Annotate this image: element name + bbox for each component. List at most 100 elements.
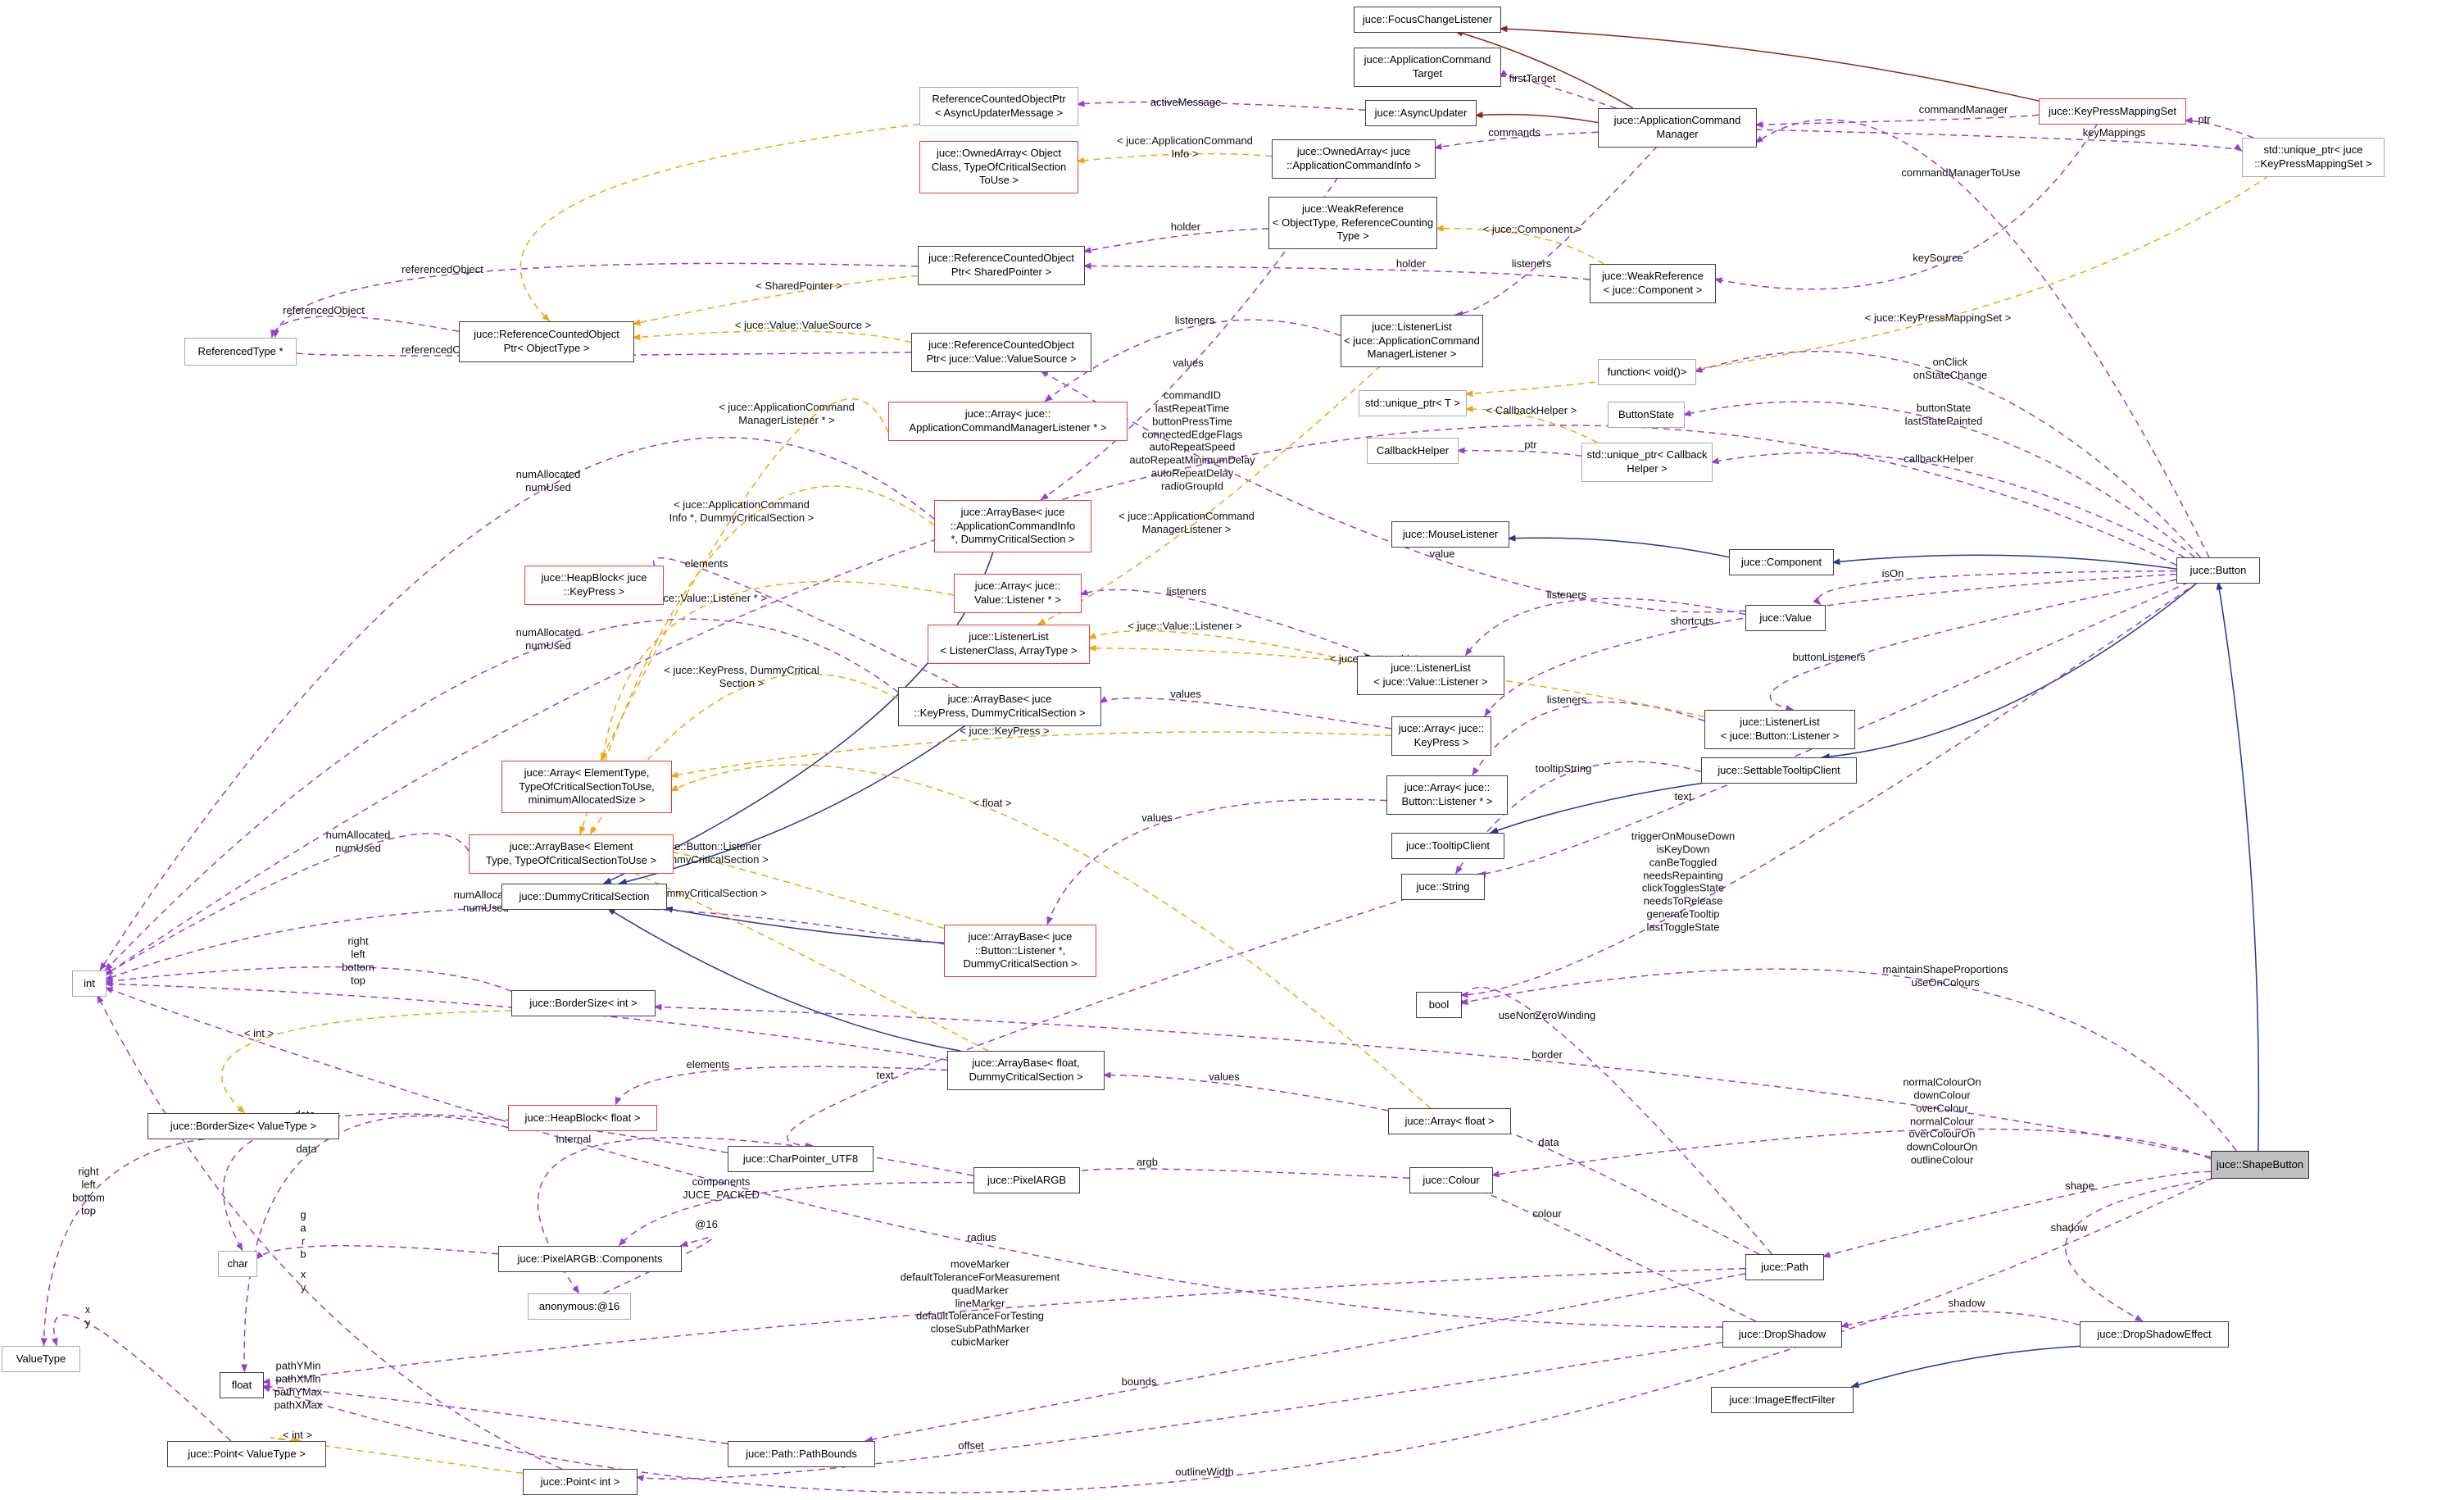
class-node-juce-bordersize-valuetype[interactable]: juce::BorderSize< ValueType >: [147, 1113, 339, 1139]
class-node-juce-applicationcommand-target[interactable]: juce::ApplicationCommand Target: [1354, 48, 1501, 87]
class-node-juce-settabletooltipclient[interactable]: juce::SettableTooltipClient: [1701, 757, 1857, 784]
edge-sb-to-flt: [261, 1176, 2216, 1493]
edge-abbl-to-int: [104, 906, 945, 980]
edge-label-keymappings: keyMappings: [2082, 126, 2146, 139]
class-node-bool[interactable]: bool: [1416, 992, 1462, 1018]
class-node-juce-focuschangelistener[interactable]: juce::FocusChangeListener: [1354, 7, 1501, 33]
class-node-juce-heapblock-juce-keypress[interactable]: juce::HeapBlock< juce ::KeyPress >: [524, 566, 664, 605]
edge-acm-to-upk: [1754, 129, 2243, 152]
edge-btn-to-bool: [1459, 581, 2199, 998]
edge-label-text: text: [876, 1069, 894, 1082]
class-node-juce-pixelargb-components[interactable]: juce::PixelARGB::Components: [498, 1246, 682, 1272]
class-node-juce-weakreference-objecttype-referencecounting-[interactable]: juce::WeakReference < ObjectType, Refere…: [1268, 197, 1437, 249]
class-node-juce-point-valuetype[interactable]: juce::Point< ValueType >: [167, 1441, 326, 1467]
edge-pvt-to-vt: [51, 1314, 232, 1442]
edge-label-right: right left bottom top: [342, 934, 374, 986]
class-node-juce-referencecountedobject-ptr-juce-value-value[interactable]: juce::ReferenceCountedObject Ptr< juce::…: [911, 333, 1091, 372]
class-node-std-unique-ptr-t[interactable]: std::unique_ptr< T >: [1359, 390, 1467, 416]
edge-label-ison: isOn: [1881, 567, 1904, 580]
class-node-juce-bordersize-int[interactable]: juce::BorderSize< int >: [511, 990, 656, 1016]
class-node-juce-ownedarray-juce-applicationcommandinfo[interactable]: juce::OwnedArray< juce ::ApplicationComm…: [1272, 139, 1436, 179]
class-node-juce-array-elementtype-typeofcriticalsectiontous[interactable]: juce::Array< ElementType, TypeOfCritical…: [501, 761, 672, 813]
class-node-std-unique-ptr-callback-helper[interactable]: std::unique_ptr< Callback Helper >: [1581, 443, 1713, 482]
class-node-juce-weakreference-juce-component[interactable]: juce::WeakReference < juce::Component >: [1590, 264, 1716, 303]
edge-label-tooltipstring: tooltipString: [1535, 762, 1592, 775]
class-node-referencedtype[interactable]: ReferencedType *: [184, 338, 297, 366]
edge-label-juce-keypress-dummycritical: < juce::KeyPress, DummyCritical Section …: [664, 664, 819, 689]
class-node-juce-arraybase-element-type-typeofcriticalsectio[interactable]: juce::ArrayBase< Element Type, TypeOfCri…: [469, 834, 674, 874]
edge-rot-to-rt: [270, 316, 460, 339]
class-node-int[interactable]: int: [72, 970, 107, 997]
class-node-juce-referencecountedobject-ptr-objecttype[interactable]: juce::ReferenceCountedObject Ptr< Object…: [459, 321, 634, 362]
class-node-anonymous-16[interactable]: anonymous:@16: [528, 1293, 631, 1320]
class-node-juce-referencecountedobject-ptr-sharedpointer[interactable]: juce::ReferenceCountedObject Ptr< Shared…: [918, 246, 1085, 285]
class-node-juce-listenerlist-juce-applicationcommand-manage[interactable]: juce::ListenerList < juce::ApplicationCo…: [1341, 315, 1483, 367]
edge-label-juce-value-listener: < juce::Value::Listener * >: [646, 592, 767, 605]
edge-llacml-to-llt: [1037, 365, 1382, 625]
edge-abet-to-int: [104, 833, 470, 975]
class-node-juce-point-int[interactable]: juce::Point< int >: [523, 1469, 638, 1495]
class-node-callbackhelper[interactable]: CallbackHelper: [1367, 438, 1459, 464]
class-node-juce-array-juce-keypress[interactable]: juce::Array< juce:: KeyPress >: [1391, 716, 1491, 756]
edge-label-triggeronmousedown: triggerOnMouseDown isKeyDown canBeToggle…: [1631, 830, 1736, 934]
edge-label-g: g a r b: [300, 1208, 306, 1260]
class-node-juce-mouselistener[interactable]: juce::MouseListener: [1391, 521, 1509, 548]
edge-label-border: border: [1531, 1048, 1563, 1061]
edge-af-to-aet: [669, 764, 1432, 1109]
class-node-juce-path[interactable]: juce::Path: [1745, 1254, 1824, 1280]
class-node-juce-array-juce-value-listener[interactable]: juce::Array< juce:: Value::Listener * >: [954, 574, 1082, 613]
class-node-std-unique-ptr-juce-keypressmappingset[interactable]: std::unique_ptr< juce ::KeyPressMappingS…: [2242, 138, 2385, 177]
class-node-juce-dummycriticalsection[interactable]: juce::DummyCriticalSection: [501, 884, 667, 910]
edge-abci-to-int: [99, 436, 935, 971]
class-node-juce-arraybase-juce-keypress-dummycriticalsectio[interactable]: juce::ArrayBase< juce ::KeyPress, DummyC…: [898, 687, 1101, 726]
class-node-juce-listenerlist-listenerclass-arraytype[interactable]: juce::ListenerList < ListenerClass, Arra…: [928, 625, 1090, 664]
class-node-juce-component[interactable]: juce::Component: [1729, 549, 1834, 575]
class-node-juce-path-pathbounds[interactable]: juce::Path::PathBounds: [728, 1441, 875, 1467]
class-node-buttonstate[interactable]: ButtonState: [1608, 402, 1685, 428]
edge-label-juce-keypress: < juce::KeyPress >: [960, 725, 1050, 738]
class-node-juce-tooltipclient[interactable]: juce::TooltipClient: [1391, 833, 1504, 859]
edge-label-commands: commands: [1488, 126, 1541, 139]
class-node-juce-value[interactable]: juce::Value: [1745, 605, 1826, 631]
class-node-juce-ownedarray-object-class-typeofcriticalsecti[interactable]: juce::OwnedArray< Object Class, TypeOfCr…: [919, 141, 1078, 193]
class-node-juce-applicationcommand-manager[interactable]: juce::ApplicationCommand Manager: [1598, 108, 1757, 148]
class-node-juce-imageeffectfilter[interactable]: juce::ImageEffectFilter: [1711, 1387, 1854, 1413]
class-node-juce-listenerlist-juce-button-listener[interactable]: juce::ListenerList < juce::Button::Liste…: [1704, 710, 1855, 749]
edge-btn-to-stc: [1821, 581, 2199, 761]
edge-acm-to-fcl: [1454, 30, 1634, 109]
class-node-juce-listenerlist-juce-value-listener[interactable]: juce::ListenerList < juce::Value::Listen…: [1357, 656, 1504, 695]
class-node-juce-array-juce-button-listener[interactable]: juce::Array< juce:: Button::Listener * >: [1386, 775, 1508, 815]
class-node-juce-dropshadow[interactable]: juce::DropShadow: [1722, 1321, 1842, 1348]
class-node-juce-arraybase-juce-button-listener-dummycritica[interactable]: juce::ArrayBase< juce ::Button::Listener…: [944, 925, 1096, 977]
edge-avl-to-aet: [600, 580, 955, 761]
class-node-juce-array-juce-applicationcommandmanagerlistene[interactable]: juce::Array< juce:: ApplicationCommandMa…: [888, 402, 1128, 441]
class-node-juce-heapblock-float[interactable]: juce::HeapBlock< float >: [508, 1105, 657, 1131]
class-node-juce-keypressmappingset[interactable]: juce::KeyPressMappingSet: [2039, 98, 2186, 125]
class-node-juce-shapebutton[interactable]: juce::ShapeButton: [2211, 1151, 2309, 1179]
class-node-juce-arraybase-juce-applicationcommandinfo-dummy[interactable]: juce::ArrayBase< juce ::ApplicationComma…: [934, 500, 1091, 552]
class-node-juce-button[interactable]: juce::Button: [2176, 557, 2260, 584]
class-node-juce-pixelargb[interactable]: juce::PixelARGB: [973, 1167, 1080, 1193]
class-node-juce-charpointer-utf8[interactable]: juce::CharPointer_UTF8: [728, 1146, 874, 1172]
edge-upch-to-cbh: [1456, 447, 1582, 457]
edge-path-to-af: [1484, 1124, 1760, 1255]
edge-llvl-to-avl: [1079, 589, 1370, 657]
class-node-juce-array-float[interactable]: juce::Array< float >: [1388, 1108, 1511, 1134]
class-node-referencecountedobjectptr-asyncupdatermessage[interactable]: ReferenceCountedObjectPtr < AsyncUpdater…: [919, 87, 1078, 126]
edge-col-to-pa: [1069, 1168, 1410, 1179]
class-node-juce-dropshadoweffect[interactable]: juce::DropShadowEffect: [2080, 1321, 2229, 1348]
class-node-function-void[interactable]: function< void()>: [1598, 359, 1696, 385]
edge-label-internal: internal: [556, 1133, 592, 1146]
class-node-valuetype[interactable]: ValueType: [2, 1346, 80, 1372]
class-node-juce-string[interactable]: juce::String: [1401, 874, 1485, 900]
edge-pi-to-pvt: [270, 1436, 524, 1475]
class-node-juce-arraybase-float-dummycriticalsection[interactable]: juce::ArrayBase< float, DummyCriticalSec…: [947, 1051, 1105, 1090]
edge-label-keysource: keySource: [1913, 252, 1963, 265]
class-node-float[interactable]: float: [220, 1372, 264, 1398]
class-node-juce-asyncupdater[interactable]: juce::AsyncUpdater: [1365, 100, 1477, 126]
edge-label-referencedobject: referencedObject: [283, 304, 365, 317]
class-node-char[interactable]: char: [218, 1251, 257, 1277]
class-node-juce-colour[interactable]: juce::Colour: [1409, 1167, 1493, 1193]
edge-sb-to-path: [1822, 1170, 2212, 1258]
